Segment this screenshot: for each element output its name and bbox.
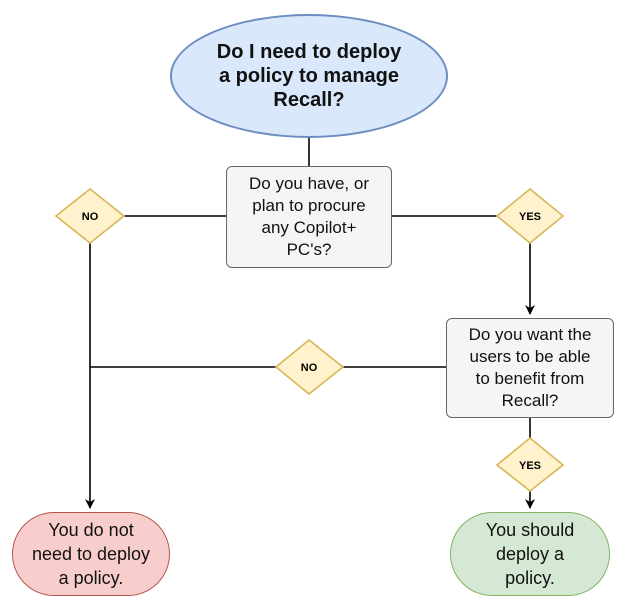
start-question-text: Do I need to deploy a policy to manage R… [216,41,402,111]
outcome-no-policy-text: You do not need to deploy a policy. [31,520,151,588]
decision-diamond-benefit-yes [495,436,565,493]
decision-label-benefit-yes: YES [519,460,541,472]
outcome-deploy-policy: You should deploy a policy. [450,512,610,596]
decision-diamond-copilot-no [54,187,126,245]
decision-label-copilot-no: NO [82,211,99,223]
outcome-no-policy: You do not need to deploy a policy. [12,512,170,596]
decision-diamond-benefit-no [274,338,345,396]
outcome-deploy-policy-text: You should deploy a policy. [485,520,575,588]
decision-label-copilot-yes: YES [519,211,541,223]
decision-label-benefit-no: NO [301,362,318,374]
question-benefit-recall-text: Do you want the users to be able to bene… [468,325,592,410]
decision-diamond-copilot-yes [495,187,565,245]
start-question: Do I need to deploy a policy to manage R… [170,14,448,138]
question-benefit-recall: Do you want the users to be able to bene… [446,318,614,418]
question-copilot-pcs: Do you have, or plan to procure any Copi… [226,166,392,268]
question-copilot-pcs-text: Do you have, or plan to procure any Copi… [248,174,369,259]
